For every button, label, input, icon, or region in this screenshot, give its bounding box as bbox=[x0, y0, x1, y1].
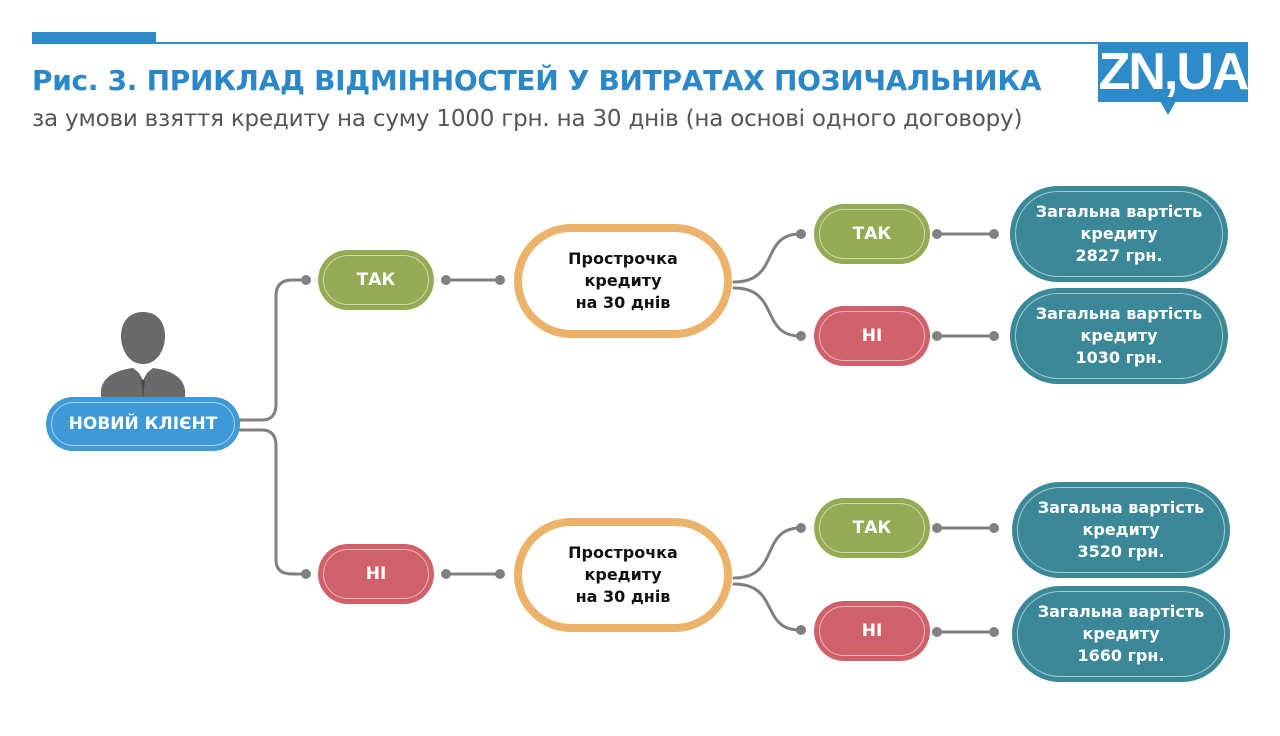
cost-label-line-2: кредиту bbox=[1080, 224, 1158, 243]
branch-no-label: НІ bbox=[365, 564, 387, 584]
cost-amount: 1030 грн. bbox=[1075, 348, 1163, 367]
connector-overdue-2-to-no bbox=[732, 582, 802, 632]
outcome-no-label: НІ bbox=[861, 621, 883, 641]
outcome-no-label: НІ bbox=[861, 326, 883, 346]
cost-node-2: Загальна вартість кредиту 1030 грн. bbox=[1010, 288, 1228, 384]
connector-dot bbox=[932, 627, 942, 637]
connector-root-to-yes bbox=[238, 278, 308, 422]
header-rule bbox=[32, 42, 1247, 44]
figure-title: Рис. 3. ПРИКЛАД ВІДМІННОСТЕЙ У ВИТРАТАХ … bbox=[32, 64, 1042, 97]
outcome-no-node-2: НІ bbox=[814, 601, 930, 661]
cost-label-line-1: Загальна вартість bbox=[1037, 498, 1205, 517]
connector-dot bbox=[989, 523, 999, 533]
new-client-label: НОВИЙ КЛІЄНТ bbox=[68, 414, 218, 434]
branch-yes-label: ТАК bbox=[356, 270, 396, 290]
connector-dot bbox=[796, 625, 806, 635]
connector-dot bbox=[932, 523, 942, 533]
cost-label-line-2: кредиту bbox=[1080, 326, 1158, 345]
branch-no-node: НІ bbox=[318, 544, 434, 604]
zn-ua-logo: ZN,UA bbox=[1098, 42, 1249, 102]
overdue-line-3: на 30 днів bbox=[575, 587, 671, 606]
overdue-node-1: Прострочка кредиту на 30 днів bbox=[514, 224, 732, 338]
connector-dot bbox=[441, 275, 451, 285]
connector-dot bbox=[989, 331, 999, 341]
connector-dot bbox=[796, 331, 806, 341]
outcome-yes-node-1: ТАК bbox=[814, 204, 930, 264]
outcome-yes-label: ТАК bbox=[852, 518, 892, 538]
cost-node-3: Загальна вартість кредиту 3520 грн. bbox=[1012, 482, 1230, 578]
connector-root-to-no bbox=[238, 428, 308, 576]
connector-dot bbox=[989, 627, 999, 637]
overdue-node-2: Прострочка кредиту на 30 днів bbox=[514, 518, 732, 632]
overdue-line-2: кредиту bbox=[584, 565, 662, 584]
cost-label-line-1: Загальна вартість bbox=[1037, 602, 1205, 621]
connector-dot bbox=[301, 275, 311, 285]
logo-speech-tail bbox=[1160, 101, 1176, 115]
cost-node-4: Загальна вартість кредиту 1660 грн. bbox=[1012, 586, 1230, 682]
cost-label-line-1: Загальна вартість bbox=[1035, 202, 1203, 221]
outcome-yes-label: ТАК bbox=[852, 224, 892, 244]
cost-amount: 2827 грн. bbox=[1075, 246, 1163, 265]
figure-subtitle: за умови взяття кредиту на суму 1000 грн… bbox=[32, 106, 1023, 132]
cost-label-line-2: кредиту bbox=[1082, 624, 1160, 643]
connector-overdue-1-to-yes bbox=[732, 232, 802, 284]
connector-dot bbox=[495, 569, 505, 579]
cost-node-1: Загальна вартість кредиту 2827 грн. bbox=[1010, 186, 1228, 282]
new-client-node: НОВИЙ КЛІЄНТ bbox=[46, 397, 240, 451]
overdue-line-2: кредиту bbox=[584, 271, 662, 290]
connector-dot bbox=[796, 229, 806, 239]
connector-overdue-1-to-no bbox=[732, 286, 802, 338]
overdue-line-1: Прострочка bbox=[568, 249, 678, 268]
connector-dot bbox=[495, 275, 505, 285]
connector-dot bbox=[796, 523, 806, 533]
connector-dot bbox=[441, 569, 451, 579]
connector-overdue-2-to-yes bbox=[732, 526, 802, 580]
connector-dot bbox=[932, 229, 942, 239]
overdue-line-3: на 30 днів bbox=[575, 293, 671, 312]
cost-amount: 3520 грн. bbox=[1077, 542, 1165, 561]
cost-label-line-1: Загальна вартість bbox=[1035, 304, 1203, 323]
outcome-no-node-1: НІ bbox=[814, 306, 930, 366]
outcome-yes-node-2: ТАК bbox=[814, 498, 930, 558]
cost-amount: 1660 грн. bbox=[1077, 646, 1165, 665]
connector-dot bbox=[989, 229, 999, 239]
cost-label-line-2: кредиту bbox=[1082, 520, 1160, 539]
connector-dot bbox=[301, 569, 311, 579]
overdue-line-1: Прострочка bbox=[568, 543, 678, 562]
person-icon bbox=[101, 312, 185, 400]
connector-dot bbox=[932, 331, 942, 341]
branch-yes-node: ТАК bbox=[318, 250, 434, 310]
header-accent-bar bbox=[32, 32, 156, 42]
